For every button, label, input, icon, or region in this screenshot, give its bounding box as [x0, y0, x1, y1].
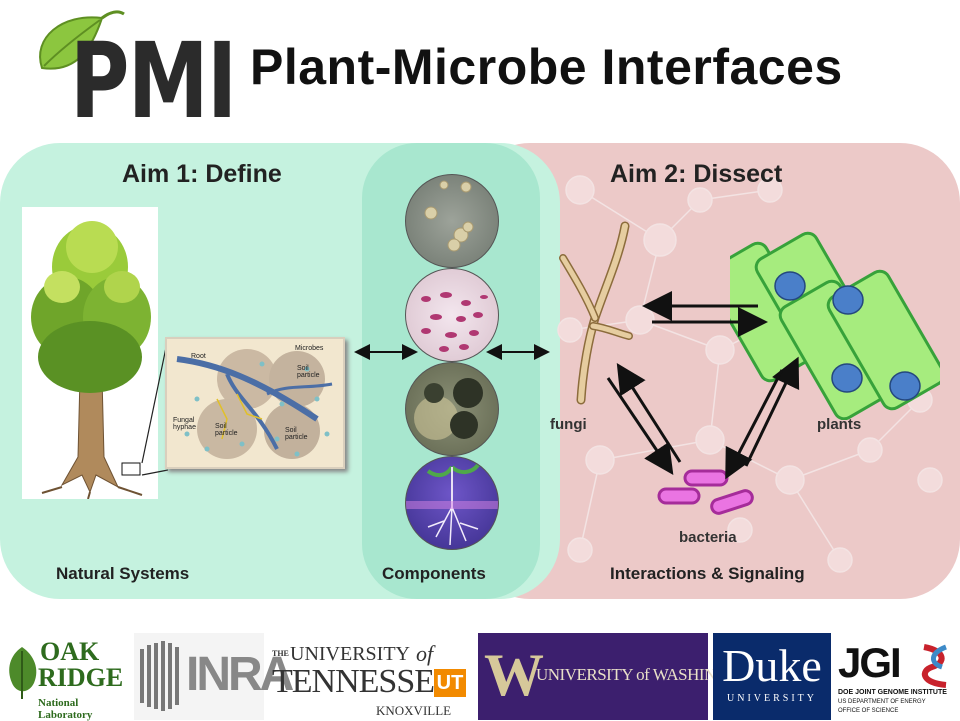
leaf-icon	[39, 10, 125, 70]
arrow-plants-to-bacteria	[725, 369, 784, 480]
pmi-logo	[22, 8, 232, 128]
ut-logo: THE UNIVERSITY of TENNESSEE UT KNOXVILLE	[268, 633, 470, 720]
label-interactions: Interactions & Signaling	[610, 564, 805, 583]
uw-text: UNIVERSITY of WASHINGTON	[536, 665, 761, 684]
oak-leaf-icon	[9, 647, 37, 699]
ut-mark-icon: UT	[434, 669, 466, 697]
arrow-bacteria-to-plants	[744, 356, 800, 467]
aim2-heading: Aim 2: Dissect	[610, 160, 783, 188]
inra-logo: INRA	[134, 633, 294, 720]
inset-label-microbes: Microbes	[295, 345, 324, 352]
inra-stripes-icon	[140, 641, 179, 711]
label-bacteria: bacteria	[679, 529, 737, 546]
colonies-icon	[424, 180, 474, 252]
jgi-helix-icon	[921, 644, 947, 688]
ornl-line1: OAK	[40, 637, 100, 666]
ornl-logo: OAK RIDGE National Laboratory	[0, 633, 130, 721]
uw-w-mark: W	[484, 642, 544, 708]
jgi-text: JGI	[838, 639, 902, 686]
uw-logo: W UNIVERSITY of WASHINGTON	[478, 633, 761, 720]
inset-label-root: Root	[191, 353, 206, 360]
ornl-line2: RIDGE	[38, 663, 124, 692]
petri-dish-colonies	[405, 174, 499, 268]
arrow-fungi-to-bacteria	[606, 377, 674, 475]
jgi-sub1: DOE JOINT GENOME INSTITUTE	[838, 689, 947, 696]
jgi-logo: JGI DOE JOINT GENOME INSTITUTE US DEPART…	[834, 633, 960, 720]
logo-text: PMI	[70, 20, 237, 142]
soil-inset: Root Microbes Soil particle Fungal hypha…	[165, 337, 345, 469]
inset-label-fungal-hyphae: Fungal hyphae	[173, 417, 196, 431]
tree-image-frame	[22, 207, 158, 500]
page-title: Plant-Microbe Interfaces	[250, 39, 843, 95]
duke-text: Duke	[722, 640, 822, 691]
petri-dish-fungal	[405, 362, 499, 456]
inset-label-soil-mid: Soil particle	[215, 423, 238, 437]
zoom-lines	[141, 337, 169, 476]
double-arrows	[354, 344, 550, 360]
label-fungi: fungi	[550, 416, 587, 433]
duke-sub: UNIVERSITY	[727, 693, 817, 704]
fungal-colonies-icon	[414, 378, 483, 440]
jgi-sub2: US DEPARTMENT OF ENERGY	[838, 699, 926, 705]
stained-cells-icon	[421, 292, 488, 352]
ut-university: UNIVERSITY	[290, 643, 410, 665]
aim1-heading: Aim 1: Define	[122, 160, 282, 188]
ut-of: of	[416, 641, 434, 666]
tree-icon	[31, 221, 151, 500]
inset-label-soil-top: Soil particle	[297, 365, 320, 379]
plant-root-culture	[405, 456, 499, 550]
ut-the: THE	[272, 649, 289, 658]
petri-dish-stained	[405, 268, 499, 362]
arrow-bacteria-to-fungi	[616, 362, 682, 463]
seedling-icon	[406, 463, 498, 546]
label-natural-systems: Natural Systems	[56, 564, 190, 583]
ut-city: KNOXVILLE	[376, 703, 452, 718]
soil-diagram	[176, 349, 333, 459]
jgi-sub3: OFFICE OF SCIENCE	[838, 708, 899, 714]
bacteria-icon	[657, 469, 754, 515]
label-components: Components	[382, 564, 486, 583]
interaction-arrows	[606, 291, 800, 480]
plant-cells-icon	[730, 231, 940, 420]
ornl-sub: National Laboratory	[38, 697, 93, 721]
ut-tennessee: TENNESSEE	[272, 663, 455, 700]
duke-logo: Duke UNIVERSITY	[713, 633, 831, 720]
inra-text: INRA	[186, 648, 294, 701]
label-plants: plants	[817, 416, 862, 433]
inset-label-soil-right: Soil particle	[285, 427, 308, 441]
fungi-hyphae-icon	[559, 221, 633, 405]
